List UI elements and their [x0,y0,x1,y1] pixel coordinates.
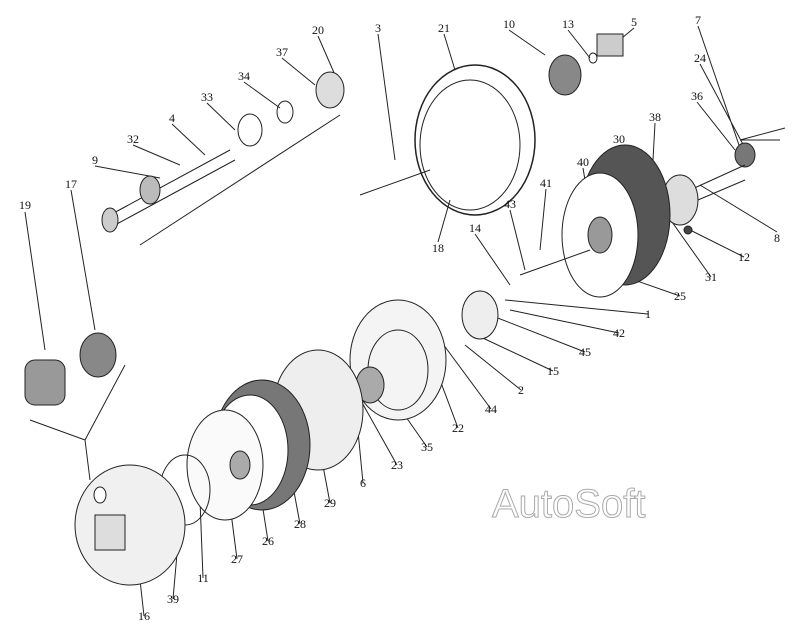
part-label-10: 10 [503,17,515,31]
part-label-30: 30 [613,132,625,146]
part-label-7: 7 [695,13,701,27]
part-label-19: 19 [19,198,31,212]
part-label-21: 21 [438,21,450,35]
part-label-45: 45 [579,345,591,359]
part-label-23: 23 [391,458,403,472]
part-label-12: 12 [738,250,750,264]
part-label-25: 25 [674,289,686,303]
part-label-6: 6 [360,476,366,490]
part-label-27: 27 [231,552,243,566]
part-label-16: 16 [138,609,150,623]
part-label-15: 15 [547,364,559,378]
part-label-32: 32 [127,132,139,146]
part-label-26: 26 [262,534,274,548]
part-label-34: 34 [238,69,250,83]
part-label-38: 38 [649,110,661,124]
part-label-1: 1 [645,307,651,321]
part-label-5: 5 [631,15,637,29]
part-label-14: 14 [469,221,481,235]
part-label-39: 39 [167,592,179,606]
part-label-33: 33 [201,90,213,104]
watermark: AutoSoft [491,482,646,527]
part-label-35: 35 [421,440,433,454]
part-label-20: 20 [312,23,324,37]
part-label-3: 3 [375,21,381,35]
part-label-4: 4 [169,111,175,125]
part-label-29: 29 [324,496,336,510]
part-label-13: 13 [562,17,574,31]
part-label-43: 43 [504,197,516,211]
part-label-28: 28 [294,517,306,531]
part-label-11: 11 [197,571,209,585]
part-label-22: 22 [452,421,464,435]
part-label-37: 37 [276,45,288,59]
part-label-41: 41 [540,176,552,190]
part-label-8: 8 [774,231,780,245]
part-label-40: 40 [577,155,589,169]
part-label-44: 44 [485,402,497,416]
part-label-42: 42 [613,326,625,340]
part-label-24: 24 [694,51,706,65]
part-label-2: 2 [518,383,524,397]
part-label-36: 36 [691,89,703,103]
part-label-17: 17 [65,177,77,191]
part-label-18: 18 [432,241,444,255]
part-label-9: 9 [92,153,98,167]
part-label-31: 31 [705,270,717,284]
